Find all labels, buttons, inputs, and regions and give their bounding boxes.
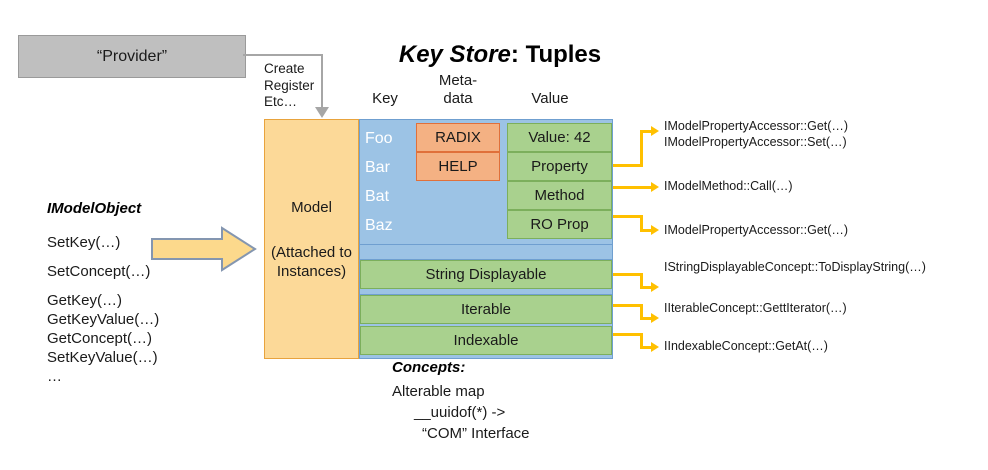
key-cell: Bar <box>365 159 390 176</box>
provider-connector-note: Create Register Etc… <box>264 61 326 111</box>
key-cell: Baz <box>365 217 393 234</box>
metadata-cell: RADIX <box>416 123 500 152</box>
callout-arrowhead-5-icon <box>651 313 659 323</box>
callout-label-6-line-1: IIndexableConcept::GetAt(…) <box>664 339 828 353</box>
callout-connector-4 <box>640 273 643 289</box>
callout-connector-5 <box>640 317 652 320</box>
imodelobject-method: SetKey(…) <box>47 234 121 251</box>
provider-connector-vertical <box>321 54 323 109</box>
column-header-value: Value <box>531 90 569 107</box>
callout-connector-6 <box>640 346 652 349</box>
callout-label-3: IModelPropertyAccessor::Get(…) <box>664 222 848 238</box>
value-cell: Property <box>507 152 612 181</box>
callout-label-1: IModelPropertyAccessor::Get(…) IModelPro… <box>664 118 848 150</box>
callout-label-1-line-2: IModelPropertyAccessor::Set(…) <box>664 135 847 149</box>
imodelobject-method: SetKeyValue(…) <box>47 349 158 366</box>
key-column-separator <box>359 294 613 295</box>
concept-row: Indexable <box>360 326 612 355</box>
model-column-subtitle-line-1: (Attached to <box>271 243 352 261</box>
callout-arrowhead-1-icon <box>651 126 659 136</box>
callout-connector-3 <box>613 215 643 218</box>
connector-note-line-2: Register <box>264 77 315 93</box>
model-column-subtitle-line-2: Instances) <box>276 262 347 280</box>
callout-label-3-line-1: IModelPropertyAccessor::Get(…) <box>664 223 849 237</box>
provider-connector-horizontal <box>243 54 323 56</box>
column-header-metadata-line-1: Meta- <box>438 72 478 89</box>
callout-connector-6 <box>613 333 643 336</box>
column-header-metadata-line-2: data <box>443 90 473 107</box>
provider-box[interactable]: “Provider” <box>18 35 246 78</box>
concepts-line-2: __uuidof(*) -> <box>414 404 506 421</box>
connector-note-line-3: Etc… <box>264 94 298 109</box>
imodelobject-method: … <box>47 368 62 385</box>
imodelobject-method: SetConcept(…) <box>47 263 151 280</box>
callout-label-2: IModelMethod::Call(…) <box>664 178 793 194</box>
callout-label-5: IIterableConcept::GettIterator(…) <box>664 300 847 316</box>
callout-arrowhead-3-icon <box>651 225 659 235</box>
imodelobject-title: IModelObject <box>47 200 142 217</box>
concept-row: String Displayable <box>360 260 612 289</box>
provider-label: “Provider” <box>96 47 168 65</box>
callout-connector-6 <box>640 333 643 349</box>
callout-arrowhead-2-icon <box>651 182 659 192</box>
callout-arrowhead-4-icon <box>651 282 659 292</box>
callout-label-5-line-1: IIterableConcept::GettIterator(…) <box>664 301 847 315</box>
page-title: Key Store: Tuples <box>330 41 670 69</box>
value-cell: Method <box>507 181 612 210</box>
imodelobject-method: GetKey(…) <box>47 292 123 309</box>
concepts-line-1: Alterable map <box>392 383 485 400</box>
metadata-cell: HELP <box>416 152 500 181</box>
callout-connector-4 <box>613 273 643 276</box>
callout-label-4-line-1: IStringDisplayableConcept::ToDisplayStri… <box>664 260 926 274</box>
value-cell: Value: 42 <box>507 123 612 152</box>
callout-connector-5 <box>640 304 643 320</box>
callout-label-4: IStringDisplayableConcept::ToDisplayStri… <box>664 259 926 275</box>
column-header-metadata: Meta- data <box>428 72 488 108</box>
callout-connector-5 <box>613 304 643 307</box>
key-column-separator <box>359 244 613 245</box>
page-title-emphasis: Key Store <box>398 41 511 68</box>
key-cell: Foo <box>365 130 393 147</box>
concepts-title: Concepts: <box>392 359 466 376</box>
provider-connector-arrowhead-icon <box>315 107 329 118</box>
key-column-separator <box>359 259 613 260</box>
callout-connector-4 <box>640 286 652 289</box>
imodelobject-method: GetConcept(…) <box>47 330 153 347</box>
callout-label-2-line-1: IModelMethod::Call(…) <box>664 179 793 193</box>
flow-arrow-icon <box>150 225 258 278</box>
callout-connector-2 <box>613 186 652 189</box>
callout-label-1-line-1: IModelPropertyAccessor::Get(…) <box>664 119 849 133</box>
callout-connector-1 <box>640 130 643 167</box>
model-column-title: Model <box>291 198 332 216</box>
concept-row: Iterable <box>360 295 612 324</box>
callout-connector-3 <box>640 229 652 232</box>
key-cell: Bat <box>365 188 390 205</box>
callout-label-6: IIndexableConcept::GetAt(…) <box>664 338 828 354</box>
callout-connector-1 <box>613 164 643 167</box>
key-store-table: Model (Attached to Instances) Foo Bar Ba… <box>264 119 613 359</box>
value-cell: RO Prop <box>507 210 612 239</box>
callout-connector-1 <box>640 130 652 133</box>
concepts-line-3: “COM” Interface <box>422 425 530 442</box>
concepts-body: Alterable map __uuidof(*) -> “COM” Inter… <box>392 381 632 444</box>
imodelobject-method-list: SetKey(…) SetConcept(…) GetKey(…) GetKey… <box>47 234 237 390</box>
page-title-rest: : Tuples <box>510 41 602 68</box>
imodelobject-method: GetKeyValue(…) <box>47 311 160 328</box>
callout-arrowhead-6-icon <box>651 342 659 352</box>
connector-note-line-1: Create <box>264 61 305 76</box>
callout-connector-3 <box>640 215 643 232</box>
model-column: Model (Attached to Instances) <box>264 119 359 359</box>
column-header-key: Key <box>372 90 398 107</box>
